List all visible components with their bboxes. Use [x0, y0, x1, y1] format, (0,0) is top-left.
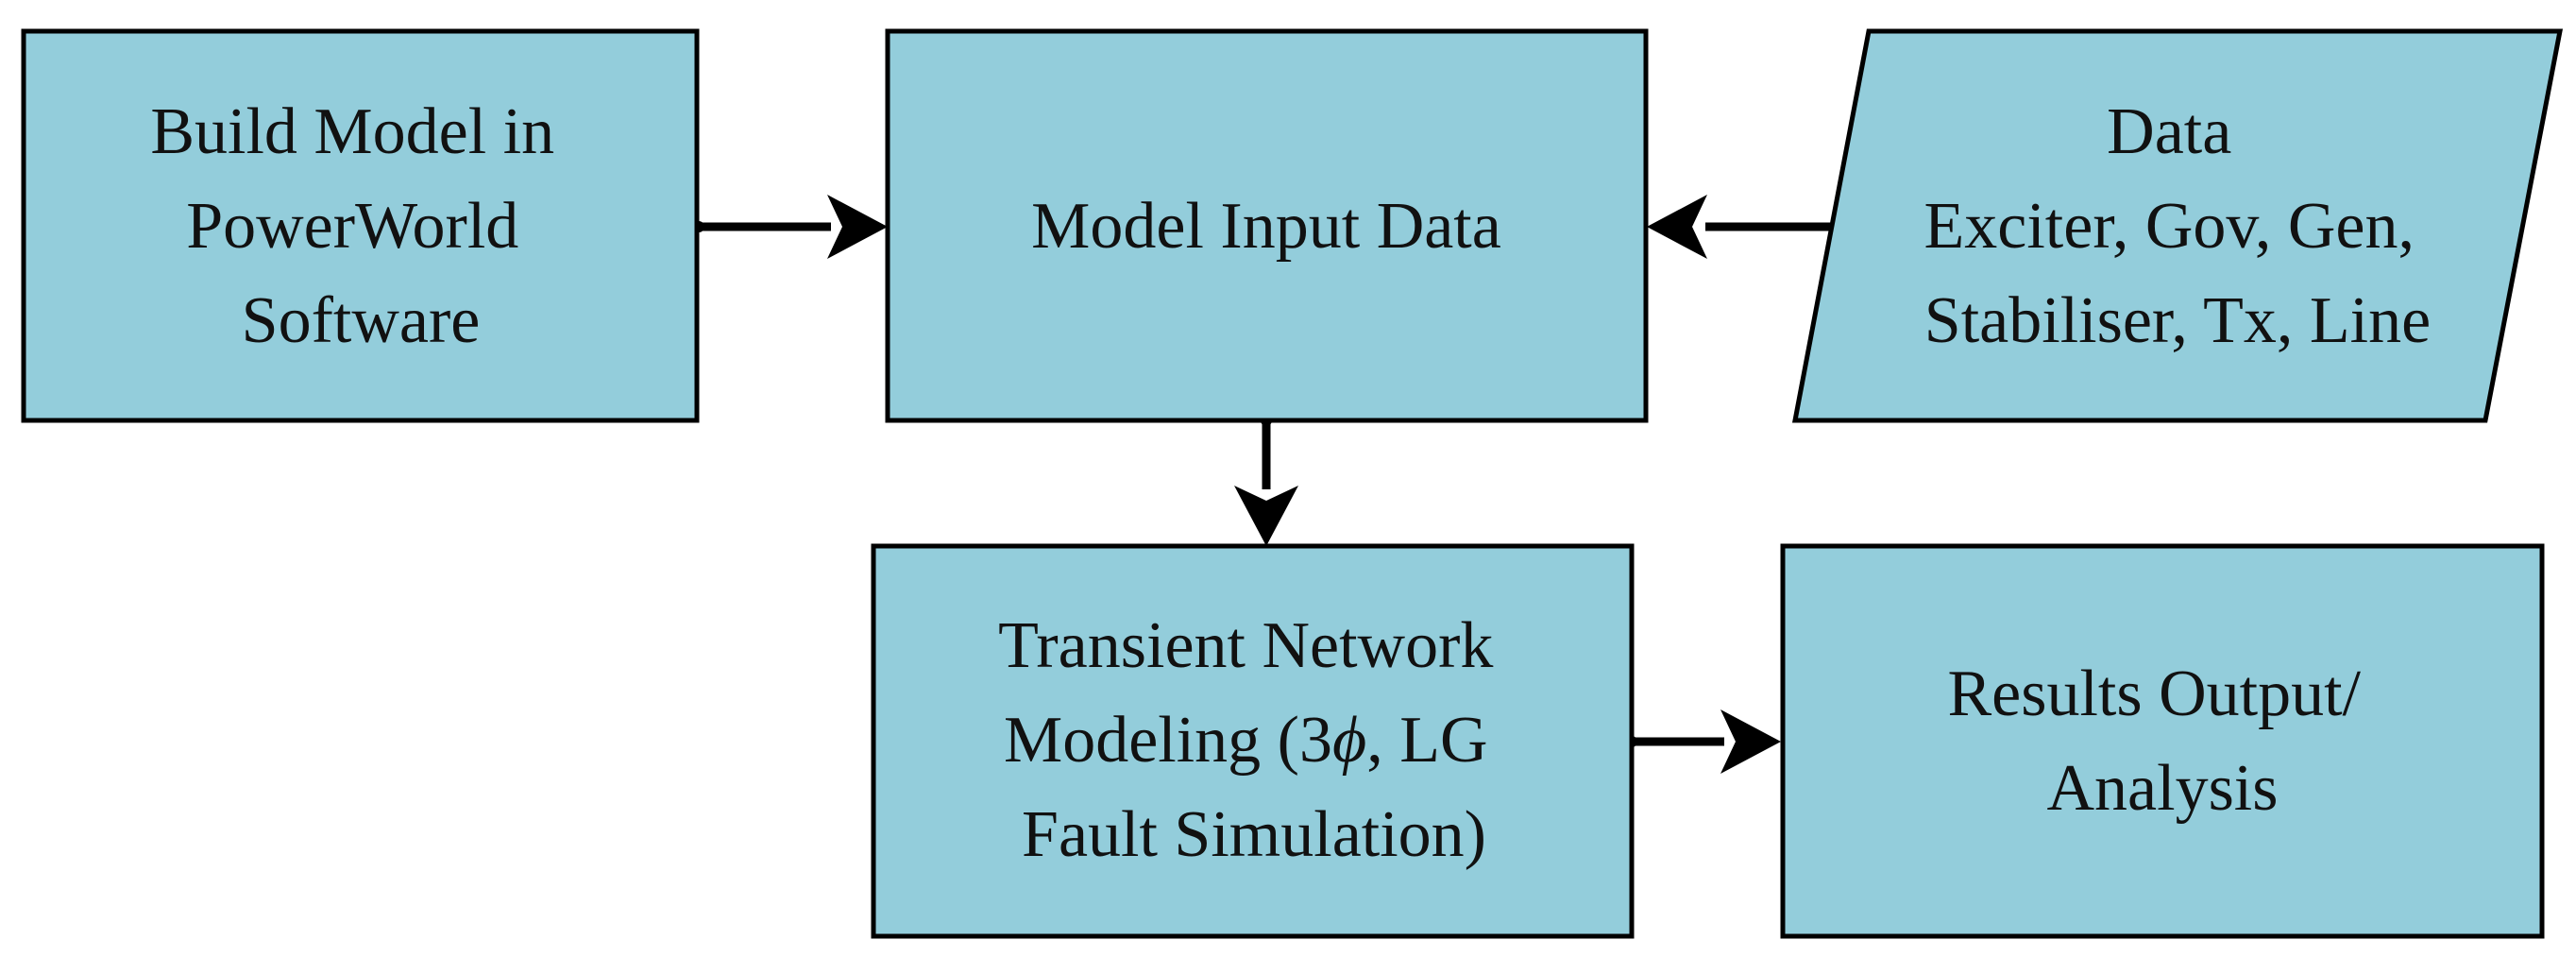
connectors [699, 195, 1838, 774]
arrow-transient-to-results-head [1720, 709, 1781, 774]
transient-label: Transient Network Modeling (3ϕ, LG Fault… [998, 609, 1510, 871]
model-input-line-1: Model Input Data [1031, 190, 1501, 263]
build-model-box [21, 28, 700, 423]
transient-line-1: Transient Network [998, 609, 1493, 682]
data-line-3: Stabiliser, Tx, Line [1924, 284, 2431, 357]
transient-line-2-after: , LG [1366, 704, 1487, 777]
node-model-input: Model Input Data [885, 28, 1649, 423]
node-build-model: Build Model in PowerWorld Software [21, 28, 700, 423]
arrow-input-to-transient-head [1234, 486, 1298, 546]
arrow-build-to-input-head [827, 195, 888, 259]
build-model-line-3: Software [242, 284, 481, 357]
results-line-1: Results Output/ [1947, 658, 2361, 730]
transient-line-3: Fault Simulation) [1022, 798, 1486, 871]
arrow-data-to-input-head [1647, 195, 1707, 259]
build-model-line-1: Build Model in [150, 95, 554, 168]
transient-line-2-before: Modeling (3 [1004, 704, 1332, 777]
transient-line-2: Modeling (3ϕ, LG [1004, 704, 1488, 777]
node-data: Data Exciter, Gov, Gen, Stabiliser, Tx, … [1791, 28, 2564, 423]
node-transient: Transient Network Modeling (3ϕ, LG Fault… [871, 543, 1635, 939]
data-line-2: Exciter, Gov, Gen, [1924, 190, 2415, 263]
transient-box [871, 543, 1635, 939]
results-box [1780, 543, 2545, 939]
node-results: Results Output/ Analysis [1780, 543, 2545, 939]
data-parallelogram [1791, 28, 2564, 423]
model-input-label: Model Input Data [1031, 190, 1501, 263]
results-line-2: Analysis [2047, 752, 2279, 825]
model-input-box [885, 28, 1649, 423]
build-model-line-2: PowerWorld [186, 190, 518, 263]
data-line-1: Data [2107, 95, 2231, 168]
results-label: Results Output/ Analysis [1947, 658, 2377, 825]
data-label: Data Exciter, Gov, Gen, Stabiliser, Tx, … [1924, 95, 2432, 357]
build-model-label: Build Model in PowerWorld Software [150, 95, 570, 357]
phi-symbol: ϕ [1332, 704, 1366, 777]
